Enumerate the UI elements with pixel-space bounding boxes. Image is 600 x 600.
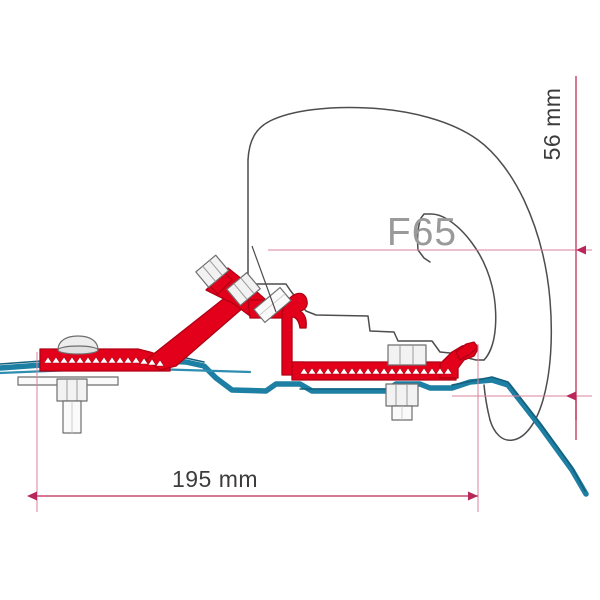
product-label: F65 [387, 211, 457, 254]
bolt-assembly-diagonal [195, 254, 292, 324]
dimension-width: 195 mm [27, 344, 479, 512]
awning-rail-guide [251, 245, 277, 313]
width-dimension-label: 195 mm [172, 466, 258, 492]
dimension-height: 56 mm [268, 76, 592, 440]
adapter-bracket [39, 267, 479, 381]
height-dimension-label: 56 mm [539, 88, 565, 161]
bolt-assembly-center [385, 344, 427, 421]
clamp-teeth-left [43, 356, 165, 367]
bolt-assembly-left [56, 335, 99, 434]
clamp-teeth-center [299, 367, 453, 375]
